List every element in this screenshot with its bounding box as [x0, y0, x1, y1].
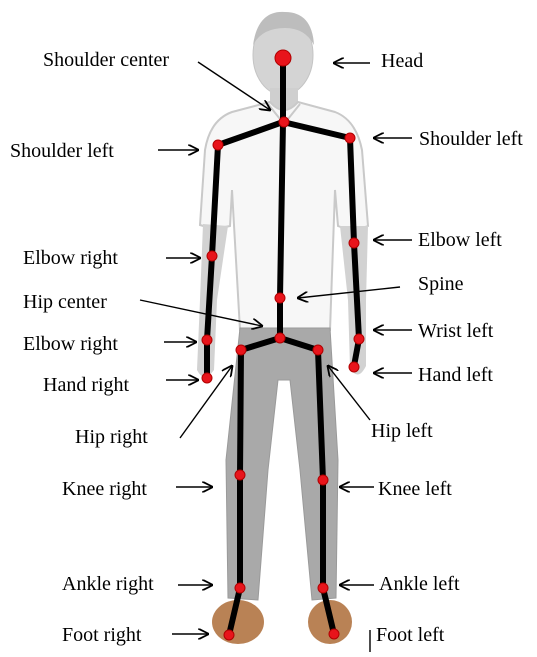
joint-shoulder-right — [213, 140, 223, 150]
label-hip-right: Hip right — [75, 426, 148, 448]
label-foot-right: Foot right — [62, 624, 142, 646]
label-elbow-right-a: Elbow right — [23, 247, 118, 269]
joint-wrist-left — [354, 334, 364, 344]
label-knee-right: Knee right — [62, 478, 147, 500]
joint-hip-right — [236, 345, 246, 355]
label-hand-left: Hand left — [418, 364, 493, 386]
label-shoulder-center: Shoulder center — [43, 49, 169, 71]
joint-wrist-right — [202, 335, 212, 345]
label-wrist-left: Wrist left — [418, 320, 494, 342]
label-shoulder-left-a: Shoulder left — [10, 140, 114, 162]
joint-head — [275, 50, 291, 66]
label-hip-left: Hip left — [371, 420, 433, 442]
joint-knee-right — [235, 470, 245, 480]
label-knee-left: Knee left — [378, 478, 452, 500]
joint-spine — [275, 293, 285, 303]
joint-hip-center — [275, 333, 285, 343]
joint-shoulder-left — [345, 133, 355, 143]
label-head: Head — [381, 50, 423, 72]
label-ankle-right: Ankle right — [62, 573, 154, 595]
joint-ankle-right — [235, 583, 245, 593]
joint-hand-right — [202, 373, 212, 383]
label-spine: Spine — [418, 273, 464, 295]
label-elbow-right-b: Elbow right — [23, 333, 118, 355]
label-elbow-left: Elbow left — [418, 229, 502, 251]
joint-knee-left — [318, 475, 328, 485]
label-hip-center: Hip center — [23, 291, 107, 313]
joint-foot-left — [329, 629, 339, 639]
bone-thigh-right — [240, 350, 241, 475]
joint-elbow-left — [349, 238, 359, 248]
joint-shoulder-center — [279, 117, 289, 127]
joint-elbow-right — [207, 251, 217, 261]
joint-hand-left — [349, 362, 359, 372]
bone-upper-arm-left — [350, 138, 354, 243]
bone-spine-upper — [280, 122, 283, 298]
label-hand-right: Hand right — [43, 374, 130, 396]
joint-ankle-left — [318, 583, 328, 593]
joint-hip-left — [313, 345, 323, 355]
label-ankle-left: Ankle left — [379, 573, 460, 595]
joint-foot-right — [224, 630, 234, 640]
label-foot-left: Foot left — [376, 624, 445, 646]
label-shoulder-left-b: Shoulder left — [419, 128, 523, 150]
